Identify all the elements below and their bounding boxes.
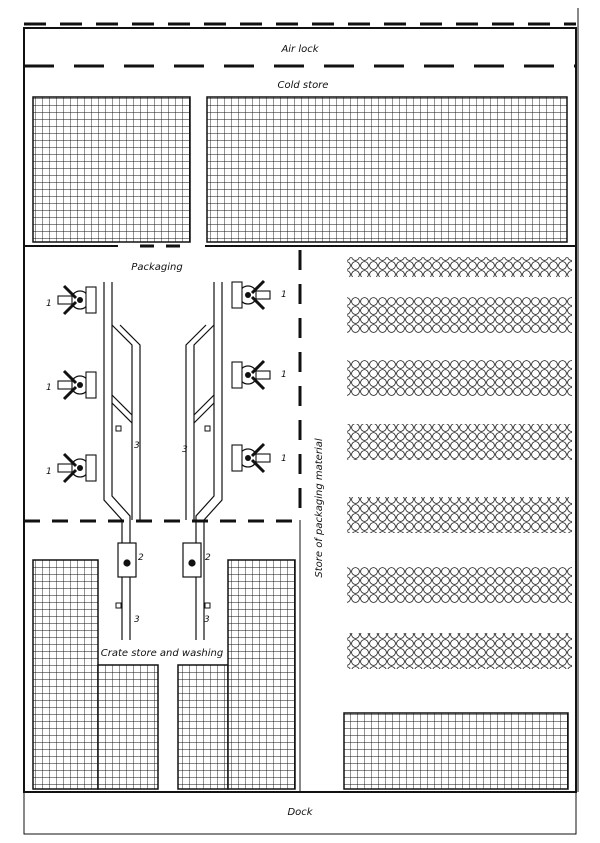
- callouts: 1 1 1 1 1 1 2 2 3 3 3 3: [46, 290, 287, 625]
- callout-1: 1: [46, 299, 52, 309]
- callout-2: 2: [205, 553, 211, 563]
- packing-station: [57, 369, 97, 401]
- cold-store-label: Cold store: [278, 80, 329, 91]
- packing-station: [231, 442, 271, 474]
- air-lock-label: Air lock: [280, 44, 319, 55]
- callout-3: 3: [204, 615, 210, 625]
- callout-3: 3: [134, 615, 140, 625]
- callout-1: 1: [281, 290, 287, 300]
- crate-stack-right-lower: [177, 664, 229, 790]
- circle-row-7: [347, 633, 572, 669]
- left-conveyor: [103, 282, 141, 640]
- right-conveyor: [182, 282, 223, 640]
- callout-3: 3: [134, 441, 140, 451]
- dock-label: Dock: [287, 807, 313, 818]
- packing-station: [231, 279, 271, 311]
- circle-row-5: [347, 497, 572, 533]
- crate-store-label: Crate store and washing: [101, 648, 223, 659]
- packing-station: [231, 359, 271, 391]
- circle-row-6: [347, 567, 572, 603]
- callout-1: 1: [46, 383, 52, 393]
- packing-stations-right: [231, 279, 271, 474]
- circle-row-1: [347, 257, 572, 277]
- crate-stack-right: [227, 559, 296, 790]
- packing-stations-left: [57, 284, 97, 484]
- cold-store-stack-right: [206, 96, 568, 243]
- crate-stack-left-lower: [97, 664, 159, 790]
- store-packaging-label: Store of packaging material: [314, 438, 325, 577]
- cold-store-stack-left: [32, 96, 191, 243]
- callout-1: 1: [46, 467, 52, 477]
- callout-1: 1: [281, 454, 287, 464]
- crate-stack-left: [32, 559, 99, 790]
- packing-station: [57, 452, 97, 484]
- circle-row-4: [347, 424, 572, 460]
- packing-station: [57, 284, 97, 316]
- packaging-material-rows: [347, 257, 572, 669]
- packaging-material-grid: [343, 712, 569, 790]
- callout-2: 2: [138, 553, 144, 563]
- packaging-label: Packaging: [131, 262, 182, 273]
- circle-row-3: [347, 360, 572, 396]
- circle-row-2: [347, 297, 572, 333]
- floor-markers: [115, 425, 211, 609]
- callout-3: 3: [182, 445, 188, 455]
- callout-1: 1: [281, 370, 287, 380]
